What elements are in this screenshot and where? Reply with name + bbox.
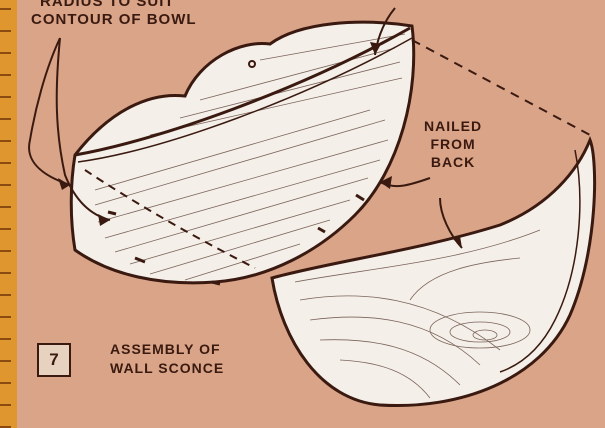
label-nailed-line3: BACK [424,153,482,171]
figure-number-box: 7 [37,343,71,377]
back-plate [71,22,413,283]
label-nailed-from-back: NAILED FROM BACK [424,117,482,171]
label-radius-partial: RADIUS TO SUIT [40,0,175,9]
label-nailed-line1: NAILED [424,117,482,135]
label-nailed-line2: FROM [424,135,482,153]
figure-number: 7 [49,350,58,370]
label-contour-of-bowl: CONTOUR OF BOWL [31,12,197,27]
caption-line1: ASSEMBLY OF [110,340,224,359]
caption-line2: WALL SCONCE [110,359,224,378]
figure-caption: ASSEMBLY OF WALL SCONCE [110,340,224,378]
